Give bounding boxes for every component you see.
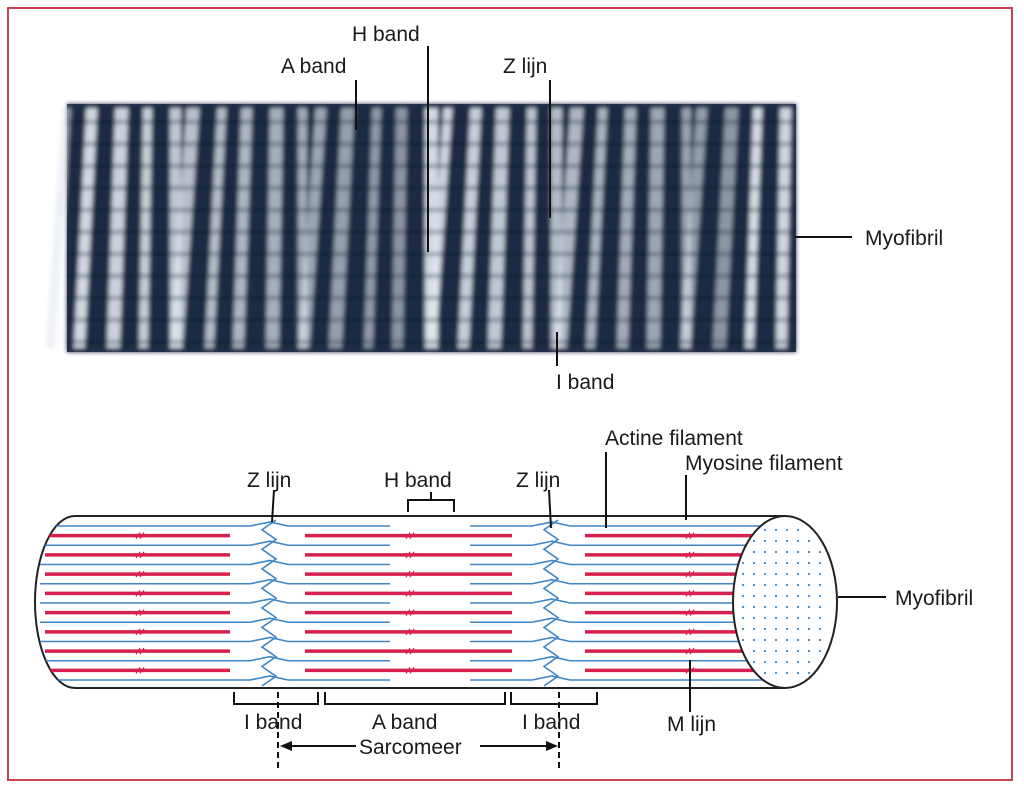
micrograph-i-band-label: I band (556, 371, 615, 394)
micrograph-band (298, 108, 307, 348)
micrograph-leader-lines (355, 46, 852, 366)
micrograph-band (682, 108, 691, 348)
micrograph-band (170, 108, 181, 348)
myofibril-diagram (34, 515, 838, 689)
figure-frame (7, 7, 1013, 781)
actine-filament-label: Actine filament (605, 427, 743, 450)
micrograph-myofibril-label: Myofibril (865, 227, 944, 250)
myosine-filament-label: Myosine filament (685, 452, 843, 475)
diagram-i-band-right-label: I band (522, 711, 581, 734)
micrograph-h-band-label: H band (352, 23, 420, 46)
micrograph-band (551, 108, 562, 348)
diagram-m-lijn-label: M lijn (667, 713, 717, 736)
diagram-h-band-label: H band (384, 469, 452, 492)
diagram-leader-lines (233, 452, 886, 768)
diagram-z-lijn-left-label: Z lijn (247, 469, 292, 492)
diagram-i-band-left-label: I band (244, 711, 303, 734)
myofibril-micrograph (45, 104, 796, 352)
diagram-a-band-label: A band (372, 711, 438, 734)
diagram-z-lijn-right-label: Z lijn (516, 469, 561, 492)
micrograph-z-lijn-label: Z lijn (503, 55, 548, 78)
sarcomeer-label: Sarcomeer (359, 736, 462, 759)
micrograph-band (45, 108, 72, 348)
micrograph-a-band-label: A band (281, 55, 347, 78)
diagram-myofibril-label: Myofibril (895, 587, 974, 610)
